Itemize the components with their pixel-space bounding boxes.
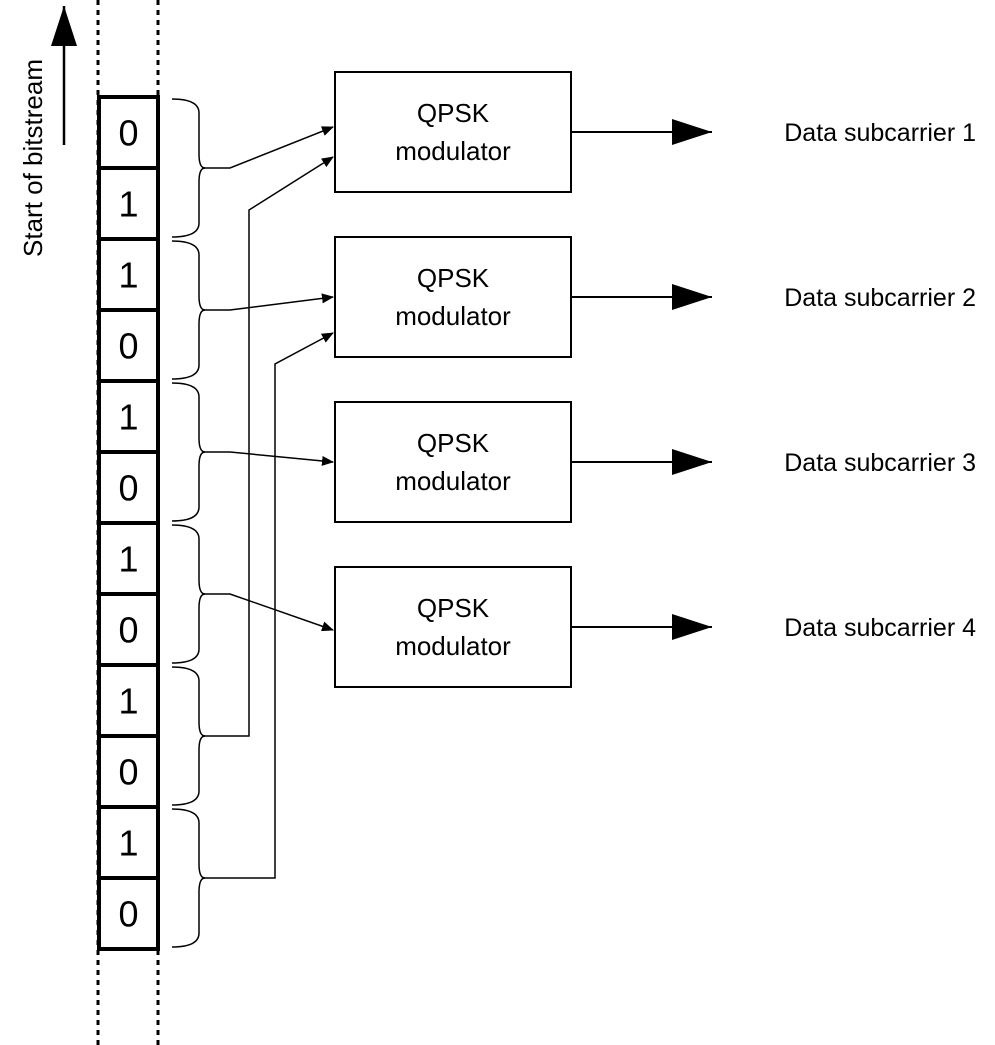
qpsk-modulator-box bbox=[334, 566, 572, 688]
modulator-subtitle: modulator bbox=[395, 631, 511, 661]
bit-value: 1 bbox=[118, 539, 138, 580]
subcarrier-label: Data subcarrier 4 bbox=[784, 614, 976, 642]
bit-cell bbox=[97, 521, 160, 596]
bit-pair-brace bbox=[171, 382, 206, 522]
qpsk-modulator-box bbox=[334, 401, 572, 523]
modulator-title: QPSK bbox=[417, 428, 490, 458]
bit-value: 1 bbox=[118, 681, 138, 722]
subcarrier-label: Data subcarrier 1 bbox=[784, 119, 976, 147]
route-arrow bbox=[203, 332, 334, 879]
bit-value: 0 bbox=[118, 610, 138, 651]
bit-cell bbox=[97, 450, 160, 525]
subcarrier-label: Data subcarrier 3 bbox=[784, 449, 976, 477]
routing-lines bbox=[203, 126, 334, 879]
qpsk-modulator-box bbox=[334, 71, 572, 193]
qpsk-modulator-box bbox=[334, 236, 572, 358]
route-arrow bbox=[203, 293, 334, 311]
modulator-subtitle: modulator bbox=[395, 466, 511, 496]
subcarrier-label: Data subcarrier 2 bbox=[784, 284, 976, 312]
bit-value: 0 bbox=[118, 113, 138, 154]
route-arrow bbox=[203, 451, 334, 466]
bit-pair-brace bbox=[171, 240, 206, 380]
bit-value: 0 bbox=[118, 468, 138, 509]
modulator-subtitle: modulator bbox=[395, 136, 511, 166]
route-arrow bbox=[203, 593, 334, 632]
bit-pair-brace bbox=[171, 808, 206, 948]
bit-value: 1 bbox=[118, 255, 138, 296]
bit-pair-brace bbox=[171, 98, 206, 238]
bit-pair-braces bbox=[171, 98, 206, 948]
bit-value: 0 bbox=[118, 752, 138, 793]
bit-pair-brace bbox=[171, 524, 206, 664]
bit-cell bbox=[97, 237, 160, 312]
bit-value: 1 bbox=[118, 184, 138, 225]
bit-cell bbox=[97, 876, 160, 951]
bit-cells: 0 1 1 0 1 0 1 0 1 0 1 0 bbox=[97, 95, 160, 951]
bit-value: 0 bbox=[118, 894, 138, 935]
modulator-title: QPSK bbox=[417, 263, 490, 293]
modulators: QPSK modulator Data subcarrier 1 QPSK modula… bbox=[334, 71, 976, 688]
bit-pair-brace bbox=[171, 666, 206, 806]
bit-cell bbox=[97, 308, 160, 383]
bit-value: 1 bbox=[118, 397, 138, 438]
modulator-subtitle: modulator bbox=[395, 301, 511, 331]
route-arrow bbox=[203, 126, 334, 169]
bitstream-start-label: Start of bitstream bbox=[18, 59, 48, 257]
bit-value: 1 bbox=[118, 823, 138, 864]
bit-cell bbox=[97, 166, 160, 241]
route-arrow bbox=[203, 156, 334, 737]
bit-value: 0 bbox=[118, 326, 138, 367]
bit-cell bbox=[97, 379, 160, 454]
modulator-title: QPSK bbox=[417, 98, 490, 128]
modulator-title: QPSK bbox=[417, 593, 490, 623]
